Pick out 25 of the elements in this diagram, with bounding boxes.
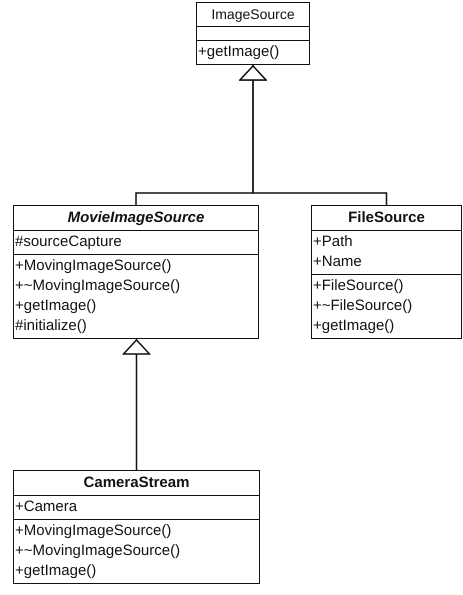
member-text: +MovingImageSource(): [14, 256, 172, 276]
class-box: [13, 470, 260, 584]
member-text: +FileSource(): [312, 276, 404, 296]
generalization-arrow: [122, 339, 150, 470]
member-text: +~FileSource(): [312, 296, 414, 316]
class-name: CameraStream: [82, 473, 190, 493]
member-text: +Camera: [14, 497, 78, 517]
class-box: [196, 2, 310, 65]
class-name: ImageSource: [210, 5, 296, 24]
member-text: #sourceCapture: [14, 232, 123, 252]
member-text: +MovingImageSource(): [14, 521, 172, 541]
member-text: +~MovingImageSource(): [14, 541, 182, 561]
class-name: FileSource: [347, 208, 426, 228]
member-text: +getImage(): [312, 316, 396, 336]
generalization-arrow: [239, 65, 388, 205]
member-text: +~MovingImageSource(): [14, 276, 182, 296]
member-text: +Name: [312, 252, 363, 272]
member-text: +getImage(): [197, 42, 280, 62]
member-text: #initialize(): [14, 316, 88, 336]
class-box: [13, 205, 259, 339]
class-box: [311, 205, 462, 339]
member-text: +Path: [312, 232, 354, 252]
class-name: MovieImageSource: [66, 208, 206, 228]
member-text: +getImage(): [14, 296, 98, 316]
member-text: +getImage(): [14, 561, 98, 581]
